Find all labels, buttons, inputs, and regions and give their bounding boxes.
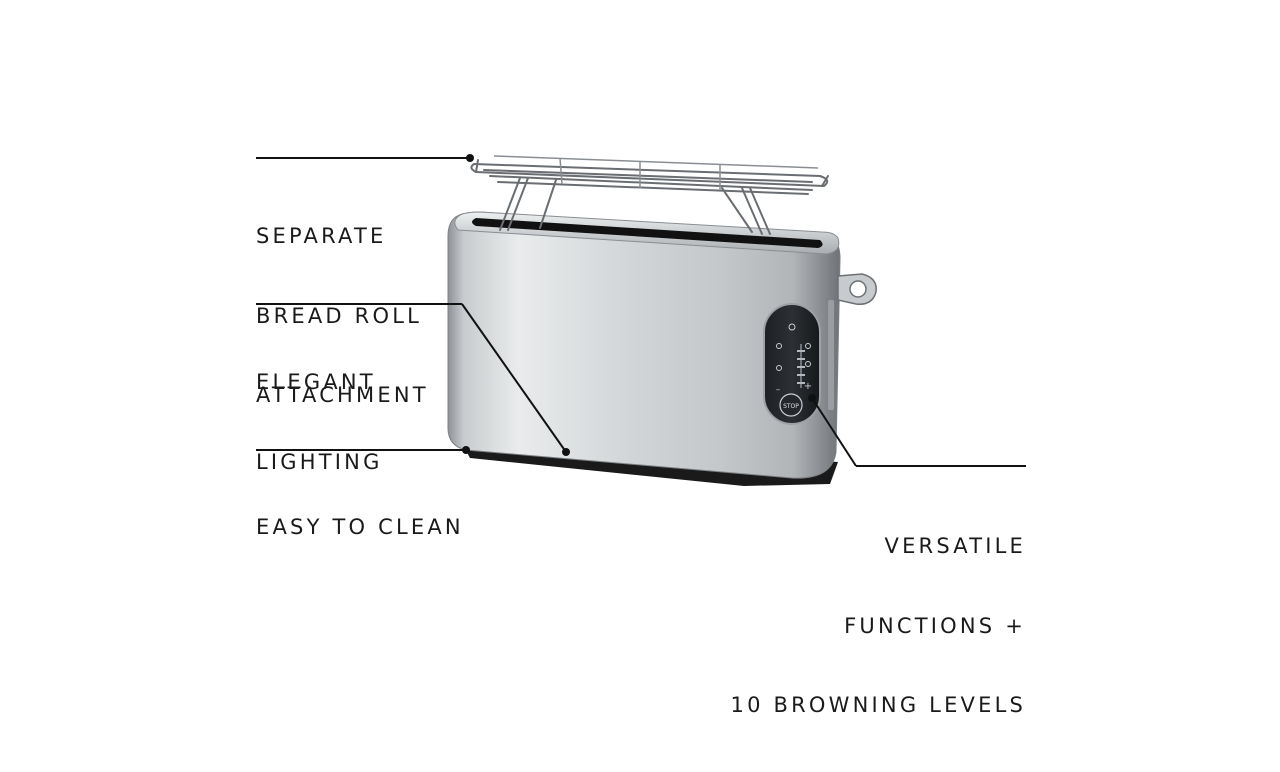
- callout-line-lighting-d: [461, 303, 567, 453]
- bread-roll-attachment: [470, 159, 829, 235]
- plus-symbol: +: [804, 381, 812, 392]
- callout-lines: [256, 157, 1026, 467]
- feature-lighting: ELEGANT LIGHTING: [256, 316, 383, 528]
- control-panel: [763, 303, 821, 425]
- callout-dot-roll: [466, 154, 474, 162]
- feature-functions-line-2: FUNCTIONS +: [844, 613, 1026, 638]
- feature-clean-line-1: EASY TO CLEAN: [256, 515, 464, 539]
- minus-symbol: –: [776, 385, 781, 395]
- feature-lighting-line-2: LIGHTING: [256, 449, 383, 474]
- feature-roll-line-1: SEPARATE: [256, 224, 387, 248]
- feature-roll-line-3: ATTACHMENT: [256, 383, 429, 407]
- feature-functions: VERSATILE FUNCTIONS + 10 BROWNING LEVELS: [731, 480, 1026, 772]
- feature-functions-line-1: VERSATILE: [884, 534, 1026, 558]
- callout-dot-clean: [462, 446, 470, 454]
- callout-dot-lighting: [562, 448, 570, 456]
- body-edge-highlight: [828, 300, 834, 410]
- callout-line-func-d: [811, 397, 857, 467]
- feature-functions-line-3: 10 BROWNING LEVELS: [730, 693, 1026, 717]
- callout-dots: [462, 154, 816, 456]
- rack-top-loops: [493, 155, 819, 190]
- crumb-tray-handle: [837, 273, 877, 305]
- callout-dot-func: [808, 394, 816, 402]
- feature-roll-line-2: BREAD ROLL: [256, 303, 422, 328]
- toaster-slot: [472, 218, 823, 248]
- feature-lighting-line-1: ELEGANT: [256, 370, 376, 394]
- feature-roll-attachment: SEPARATE BREAD ROLL ATTACHMENT: [256, 170, 429, 462]
- feature-clean: EASY TO CLEAN: [256, 461, 464, 594]
- product-feature-illustration: STOP – + SEPARATE BREAD ROLL ATTACHMENT …: [256, 154, 1026, 717]
- toaster-illustration: STOP – +: [256, 154, 1026, 486]
- stop-label: STOP: [783, 403, 799, 410]
